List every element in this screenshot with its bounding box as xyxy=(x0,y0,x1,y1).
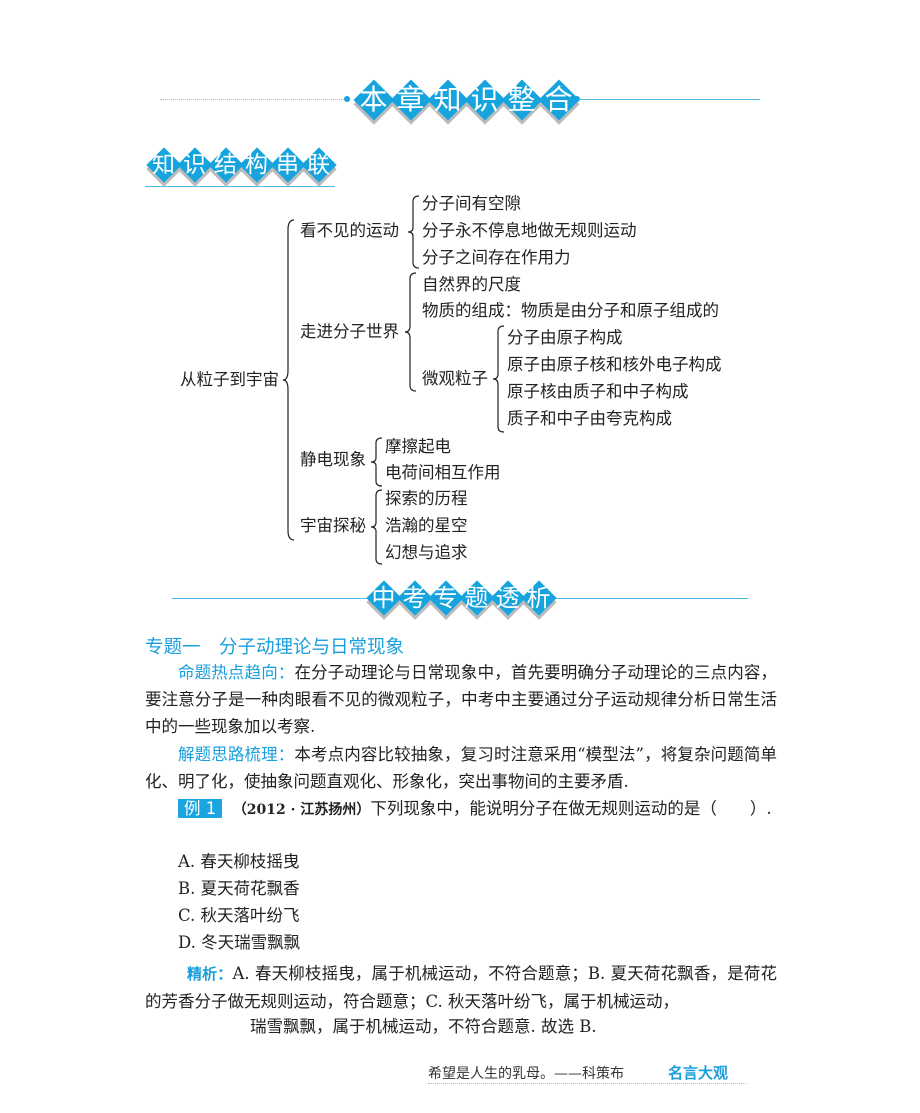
title-char: 析 xyxy=(523,580,554,616)
title-char: 整 xyxy=(503,80,540,120)
structure-title: 知 识 结 构 串 联 xyxy=(148,148,334,182)
analysis-label: 精析： xyxy=(187,965,233,983)
title-char: 串 xyxy=(272,148,303,182)
title-char: 识 xyxy=(466,80,503,120)
title-char: 联 xyxy=(303,148,334,182)
topic-heading: 专题一 分子动理论与日常现象 xyxy=(145,637,405,658)
option-d: D. 冬天瑞雪飘飘 xyxy=(178,933,301,952)
hot-trend-text: 在分子动理论与日常现象中，首先要明确分子动理论的三点内容，要注意分子是一种肉眼看… xyxy=(145,663,778,736)
title-char: 中 xyxy=(368,580,399,616)
example-question-text: 下列现象中，能说明分子在做无规则运动的是（ ）. xyxy=(370,799,772,818)
branch-label: 静电现象 xyxy=(300,450,366,469)
title-char: 题 xyxy=(461,580,492,616)
leaf-item: 自然界的尺度 xyxy=(422,275,521,294)
solution-idea-text: 本考点内容比较抽象，复习时注意采用“模型法”，将复杂问题简单化、明了化，使抽象问… xyxy=(145,745,778,791)
title-char: 知 xyxy=(148,148,179,182)
branch-label: 宇宙探秘 xyxy=(300,516,366,535)
leaf-item: 摩擦起电 xyxy=(385,437,451,456)
branch-label: 看不见的运动 xyxy=(300,221,399,240)
title-char: 本 xyxy=(355,80,392,120)
title-rule-right xyxy=(578,99,760,100)
analysis-text: A. 春天柳枝摇曳，属于机械运动，不符合题意；B. 夏天荷花飘香，是荷花的芳香分… xyxy=(145,964,777,1011)
solution-idea-paragraph: 解题思路梳理：本考点内容比较抽象，复习时注意采用“模型法”，将复杂问题简单化、明… xyxy=(145,741,777,795)
leaf-item: 分子由原子构成 xyxy=(507,328,623,347)
leaf-item: 原子核由质子和中子构成 xyxy=(507,382,689,401)
leaf-item: 分子之间存在作用力 xyxy=(422,248,571,267)
analysis-paragraph: 精析：A. 春天柳枝摇曳，属于机械运动，不符合题意；B. 夏天荷花飘香，是荷花的… xyxy=(145,960,777,1015)
option-a: A. 春天柳枝摇曳 xyxy=(178,852,300,871)
title-char: 构 xyxy=(241,148,272,182)
leaf-item: 幻想与追求 xyxy=(385,543,468,562)
title-char: 考 xyxy=(399,580,430,616)
example-source: （2012 · 江苏扬州） xyxy=(232,802,371,818)
sub-branch-label: 微观粒子 xyxy=(422,369,488,388)
leaf-item: 原子由原子核和核外电子构成 xyxy=(507,355,722,374)
title-char: 知 xyxy=(429,80,466,120)
tree-root: 从粒子到宇宙 xyxy=(180,370,279,389)
brace xyxy=(405,273,417,391)
exam-title: 中 考 专 题 透 析 xyxy=(368,580,554,616)
leaf-item: 分子永不停息地做无规则运动 xyxy=(422,221,637,240)
chapter-title: 本 章 知 识 整 合 xyxy=(355,80,577,120)
title-char: 透 xyxy=(492,580,523,616)
option-c: C. 秋天落叶纷飞 xyxy=(178,906,300,925)
title-char: 专 xyxy=(430,580,461,616)
analysis-text-continued: 瑞雪飘飘，属于机械运动，不符合题意. 故选 B. xyxy=(250,1017,597,1036)
brace xyxy=(408,196,420,268)
leaf-item: 物质的组成：物质是由分子和原子组成的 xyxy=(422,301,719,320)
title-char: 识 xyxy=(179,148,210,182)
brace xyxy=(283,220,295,540)
structure-underline xyxy=(145,186,335,187)
example-question: 例 1 （2012 · 江苏扬州）下列现象中，能说明分子在做无规则运动的是（ ）… xyxy=(145,795,777,824)
option-b: B. 夏天荷花飘香 xyxy=(178,879,300,898)
title-char: 章 xyxy=(392,80,429,120)
brace xyxy=(493,326,505,432)
branch-label: 走进分子世界 xyxy=(300,322,399,341)
title-rule-left xyxy=(160,99,350,100)
title-char: 合 xyxy=(540,80,577,120)
example-badge: 例 1 xyxy=(178,799,223,818)
footer-rule xyxy=(428,1083,746,1084)
leaf-item: 电荷间相互作用 xyxy=(385,463,501,482)
hot-trend-paragraph: 命题热点趋向：在分子动理论与日常现象中，首先要明确分子动理论的三点内容，要注意分… xyxy=(145,659,777,740)
title-char: 结 xyxy=(210,148,241,182)
footer-column-label: 名言大观 xyxy=(668,1064,729,1082)
leaf-item: 探索的历程 xyxy=(385,489,468,508)
hot-trend-label: 命题热点趋向： xyxy=(178,663,295,682)
footer-quote: 希望是人生的乳母。——科策布 xyxy=(428,1066,624,1082)
leaf-item: 质子和中子由夸克构成 xyxy=(507,409,672,428)
leaf-item: 分子间有空隙 xyxy=(422,194,521,213)
title-rule-dot xyxy=(344,96,350,102)
leaf-item: 浩瀚的星空 xyxy=(385,516,468,535)
solution-idea-label: 解题思路梳理： xyxy=(178,745,295,764)
brace xyxy=(371,490,383,564)
brace xyxy=(371,438,383,486)
